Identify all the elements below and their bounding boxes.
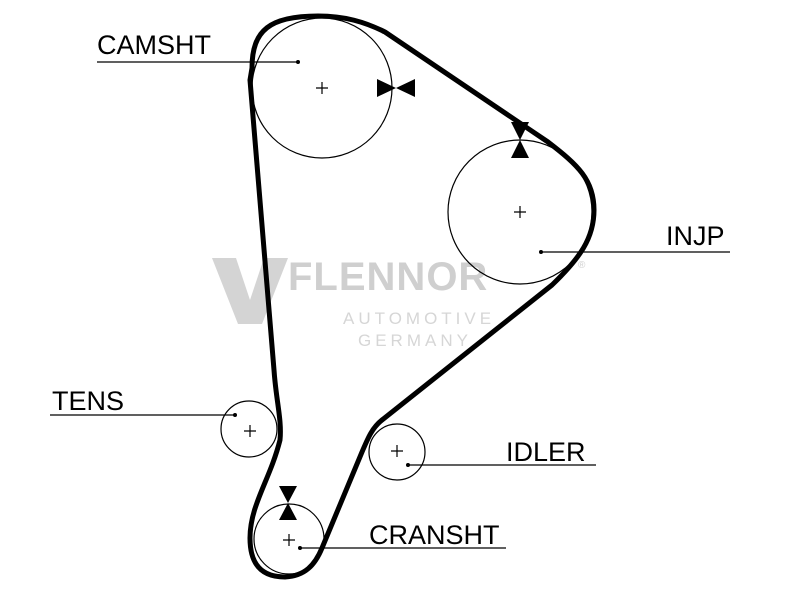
crankshaft-center-mark — [283, 534, 295, 546]
idler-leader-dot — [406, 463, 410, 467]
injection-pump-timing-mark-icon — [511, 122, 529, 158]
tensioner-leader-dot — [233, 413, 237, 417]
injection-pump-leader-dot — [539, 250, 543, 254]
watermark: FLENNOR ® AUTOMOTIVE GERMANY — [212, 255, 586, 350]
idler-pulley — [368, 423, 426, 481]
watermark-line2: GERMANY — [358, 331, 472, 350]
crankshaft-timing-mark-icon — [279, 486, 297, 520]
crankshaft-label: CRANSHT — [369, 520, 500, 550]
tensioner-label: TENS — [52, 386, 124, 416]
watermark-logo — [212, 258, 288, 324]
watermark-brand: FLENNOR — [288, 255, 488, 299]
camshaft-leader-dot — [296, 60, 300, 64]
idler-label: IDLER — [506, 437, 586, 467]
tensioner-pulley — [220, 400, 278, 458]
timing-belt — [247, 13, 597, 580]
tensioner-center-mark — [244, 425, 256, 437]
watermark-line1: AUTOMOTIVE — [343, 309, 495, 328]
watermark-registered: ® — [578, 260, 586, 271]
camshaft-center-mark — [316, 82, 328, 94]
idler-center-mark — [391, 445, 403, 457]
injection-pump-label: INJP — [666, 221, 725, 251]
crankshaft-leader-dot — [298, 546, 302, 550]
injection-pump-center-mark — [514, 206, 526, 218]
camshaft-label: CAMSHT — [97, 30, 211, 60]
camshaft-timing-mark-icon — [377, 79, 415, 97]
